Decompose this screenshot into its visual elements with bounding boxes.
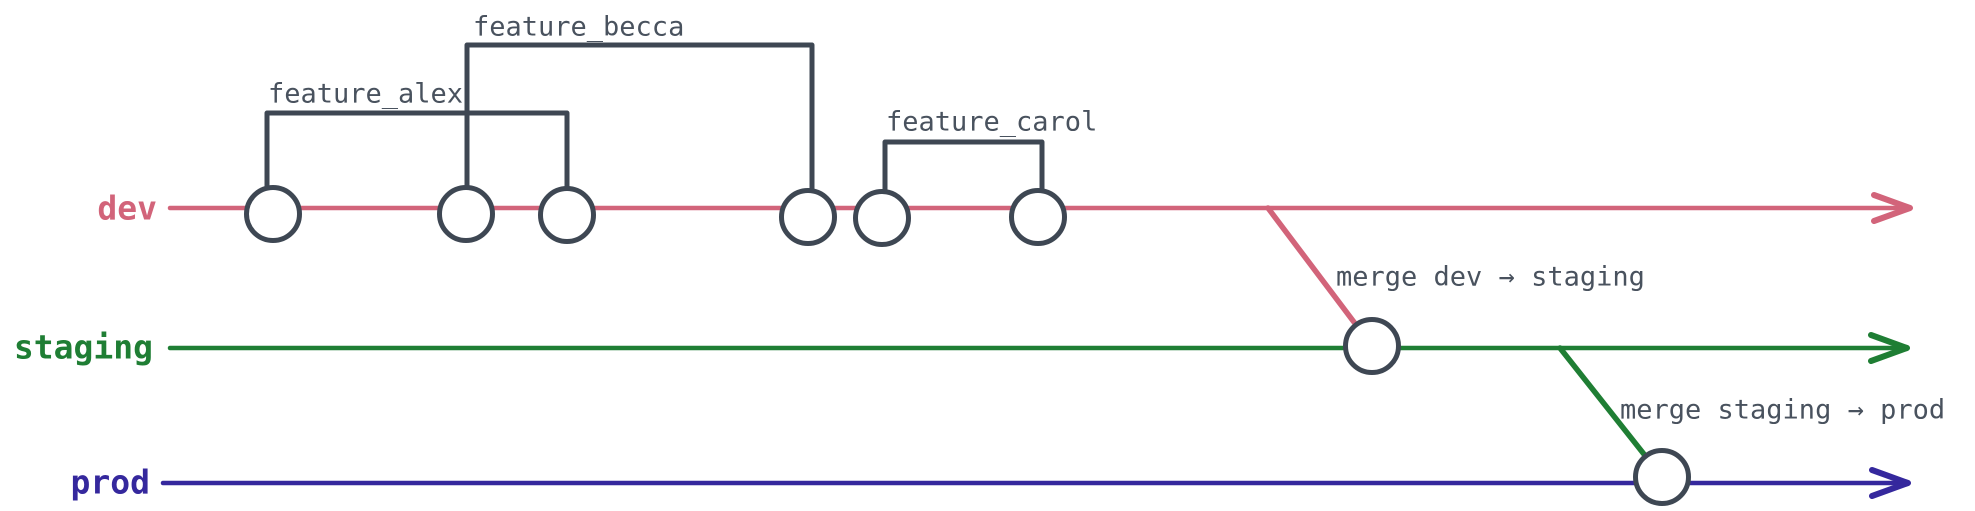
commit-node [1009,188,1067,246]
commit-node [244,185,302,243]
feature-label-feature_becca: feature_becca [473,12,684,43]
merge-commit-node-1 [1633,448,1691,506]
branch-label-staging: staging [14,328,153,367]
arrowhead-icon-staging [1868,332,1910,364]
merge-label-1: merge staging → prod [1620,395,1945,426]
commit-node [853,189,911,247]
branch-label-prod: prod [71,463,150,502]
merge-commit-node-0 [1343,317,1401,375]
feature-label-feature_carol: feature_carol [886,107,1097,138]
merge-label-0: merge dev → staging [1336,262,1645,293]
feature-bracket-feature_becca [464,42,815,197]
feature-label-feature_alex: feature_alex [268,79,463,110]
arrowhead-icon-dev [1871,192,1913,224]
commit-node [437,185,495,243]
branch-label-dev: dev [97,189,157,228]
commit-node [779,188,837,246]
arrowhead-icon-prod [1869,467,1911,499]
feature-bracket-feature_carol [882,139,1045,198]
feature-bracket-feature_alex [264,110,570,195]
commit-node [538,186,596,244]
